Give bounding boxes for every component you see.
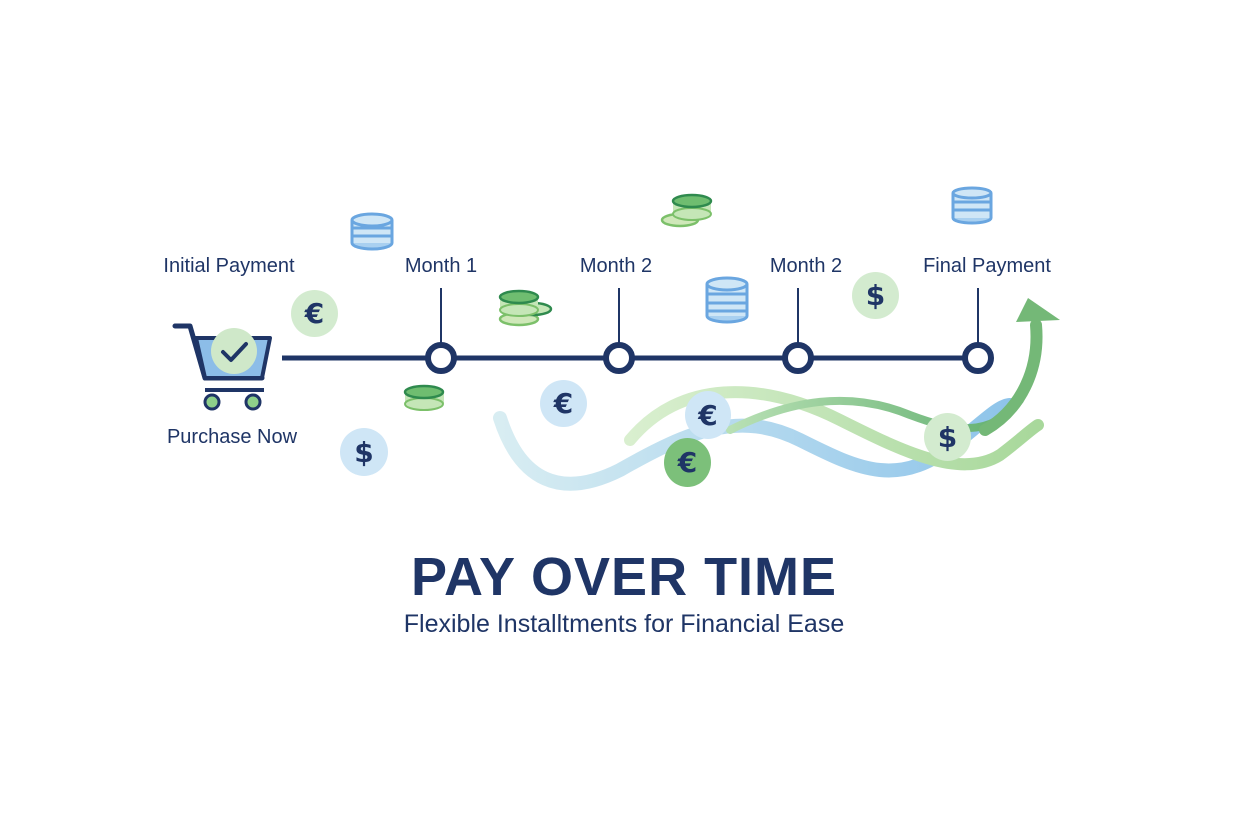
- flow-waves: [493, 298, 1060, 491]
- green-coins-icon: [498, 289, 553, 327]
- green-coins-icon: [403, 384, 445, 411]
- dollar-coin-icon: $: [924, 413, 971, 461]
- green-coins-icon: [660, 193, 713, 228]
- milestone-label-month-2: Month 2: [579, 255, 653, 277]
- milestone-node-month-1: [425, 342, 457, 374]
- milestone-label-month-2b: Month 2: [769, 255, 843, 277]
- coin-stack-icon: [350, 212, 394, 251]
- milestone-label-final-payment: Final Payment: [923, 255, 1051, 277]
- shopping-cart-check-icon: [172, 323, 272, 411]
- milestone-node-month-2: [603, 342, 635, 374]
- euro-coin-icon: €: [664, 438, 711, 487]
- arrow-up-icon: [1016, 298, 1060, 322]
- milestone-label-initial-payment: Initial Payment: [163, 255, 295, 277]
- page-title: PAY OVER TIME: [410, 547, 838, 607]
- milestone-node-final: [962, 342, 994, 374]
- euro-coin-icon: €: [540, 380, 587, 427]
- dollar-coin-icon: $: [852, 272, 899, 319]
- dollar-coin-icon: $: [340, 428, 388, 476]
- euro-coin-icon: €: [685, 391, 731, 439]
- start-label-purchase-now: Purchase Now: [166, 426, 298, 448]
- milestone-node-month-2b: [782, 342, 814, 374]
- euro-coin-icon: €: [291, 290, 338, 337]
- page-subtitle: Flexible Installtments for Financial Eas…: [403, 610, 845, 638]
- coin-stack-icon: [951, 186, 993, 225]
- timeline: [282, 288, 994, 374]
- milestone-label-month-1: Month 1: [404, 255, 478, 277]
- coin-stack-icon: [705, 276, 749, 324]
